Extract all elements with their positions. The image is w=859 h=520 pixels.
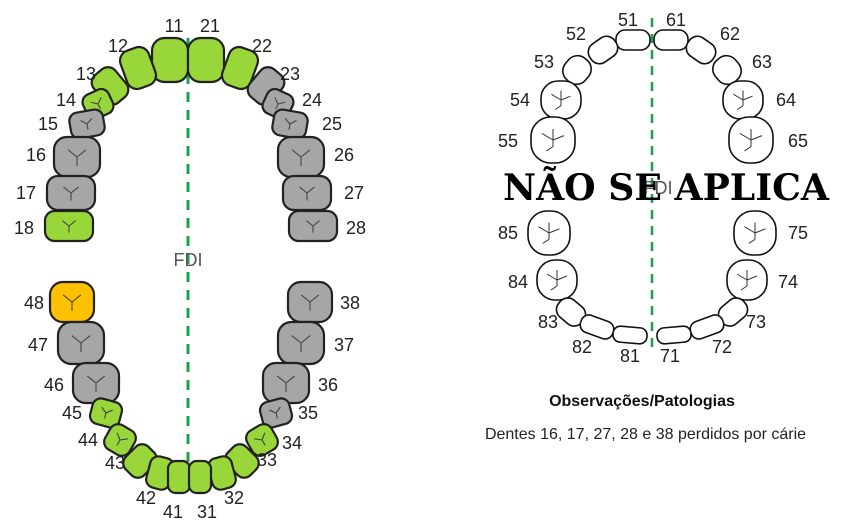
tooth-label-21: 21 xyxy=(200,16,220,36)
deciduous-tooth-85 xyxy=(527,210,571,256)
tooth-label-13: 13 xyxy=(76,64,96,84)
tooth-label-27: 27 xyxy=(344,183,364,203)
tooth-41 xyxy=(166,459,192,495)
tooth-label-44: 44 xyxy=(78,430,98,450)
tooth-label-47: 47 xyxy=(28,335,48,355)
tooth-label-11: 11 xyxy=(165,16,184,36)
tooth-label-26: 26 xyxy=(334,145,354,165)
tooth-label-17: 17 xyxy=(16,183,36,203)
tooth-47 xyxy=(56,320,106,366)
deciduous-tooth-label-65: 65 xyxy=(788,131,808,151)
deciduous-tooth-label-71: 71 xyxy=(660,346,680,366)
deciduous-tooth-81 xyxy=(612,325,648,345)
deciduous-tooth-label-81: 81 xyxy=(620,346,640,366)
observations-text: Dentes 16, 17, 27, 28 e 38 perdidos por … xyxy=(484,426,807,443)
tooth-35 xyxy=(258,397,294,429)
deciduous-tooth-75 xyxy=(733,210,777,256)
tooth-45 xyxy=(88,397,124,429)
deciduous-tooth-84 xyxy=(536,259,578,301)
tooth-label-32: 32 xyxy=(224,488,244,508)
tooth-15 xyxy=(68,108,106,140)
tooth-label-46: 46 xyxy=(44,375,64,395)
tooth-18 xyxy=(43,209,95,243)
tooth-12 xyxy=(118,45,158,91)
deciduous-tooth-74 xyxy=(726,259,768,301)
tooth-label-42: 42 xyxy=(136,488,156,508)
fdi-label-deciduous: FDI xyxy=(644,178,673,198)
tooth-label-18: 18 xyxy=(14,218,34,238)
tooth-26 xyxy=(276,135,326,179)
tooth-label-36: 36 xyxy=(318,375,338,395)
tooth-37 xyxy=(276,320,326,366)
tooth-label-38: 38 xyxy=(340,293,360,313)
deciduous-tooth-label-72: 72 xyxy=(712,337,732,357)
deciduous-tooth-label-55: 55 xyxy=(498,131,518,151)
deciduous-tooth-label-74: 74 xyxy=(778,272,798,292)
deciduous-tooth-61 xyxy=(653,29,689,51)
deciduous-tooth-label-84: 84 xyxy=(508,272,528,292)
tooth-label-24: 24 xyxy=(302,90,322,110)
tooth-11 xyxy=(150,36,190,84)
fdi-label-permanent: FDI xyxy=(174,250,203,270)
deciduous-tooth-label-52: 52 xyxy=(566,24,586,44)
tooth-label-34: 34 xyxy=(282,433,302,453)
tooth-label-35: 35 xyxy=(298,403,318,423)
deciduous-tooth-label-62: 62 xyxy=(720,24,740,44)
tooth-17 xyxy=(45,174,97,212)
deciduous-tooth-label-83: 83 xyxy=(538,312,558,332)
tooth-label-14: 14 xyxy=(56,90,76,110)
deciduous-tooth-label-51: 51 xyxy=(618,10,638,30)
deciduous-tooth-label-85: 85 xyxy=(498,223,518,243)
tooth-label-45: 45 xyxy=(62,403,82,423)
tooth-label-15: 15 xyxy=(38,114,58,134)
not-applicable-overlay: NÃO SE APLICA xyxy=(503,167,830,209)
tooth-34 xyxy=(245,423,279,457)
deciduous-tooth-52 xyxy=(587,35,619,65)
deciduous-tooth-label-53: 53 xyxy=(534,52,554,72)
tooth-label-25: 25 xyxy=(322,114,342,134)
tooth-label-33: 33 xyxy=(257,450,277,470)
tooth-27 xyxy=(281,174,333,212)
deciduous-tooth-label-75: 75 xyxy=(788,223,808,243)
tooth-16 xyxy=(52,135,102,179)
tooth-label-37: 37 xyxy=(334,335,354,355)
tooth-label-22: 22 xyxy=(252,36,272,56)
deciduous-tooth-62 xyxy=(685,35,717,65)
tooth-label-41: 41 xyxy=(163,502,183,520)
tooth-label-16: 16 xyxy=(26,145,46,165)
deciduous-tooth-label-73: 73 xyxy=(746,312,766,332)
deciduous-tooth-55 xyxy=(530,116,576,164)
permanent-dentition-chart: FDI 11 21 12 22 13 23 14 24 15 25 16 26 17 27 18 28 48 38 4… xyxy=(14,16,366,520)
tooth-44 xyxy=(103,423,137,457)
deciduous-tooth-label-61: 61 xyxy=(666,10,686,30)
tooth-46 xyxy=(71,361,121,405)
tooth-label-43: 43 xyxy=(105,453,125,473)
observations-title: Observações/Patologias xyxy=(549,393,735,410)
deciduous-tooth-64 xyxy=(722,80,764,120)
tooth-48 xyxy=(48,280,96,324)
deciduous-tooth-label-54: 54 xyxy=(510,90,530,110)
tooth-25 xyxy=(271,108,309,140)
tooth-36 xyxy=(261,361,311,405)
deciduous-tooth-51 xyxy=(615,29,651,51)
tooth-31 xyxy=(187,459,213,495)
deciduous-tooth-71 xyxy=(656,325,692,345)
tooth-label-12: 12 xyxy=(108,36,128,56)
tooth-28 xyxy=(287,209,339,243)
tooth-label-48: 48 xyxy=(24,293,44,313)
deciduous-tooth-54 xyxy=(540,80,582,120)
tooth-38 xyxy=(286,280,334,324)
deciduous-tooth-label-64: 64 xyxy=(776,90,796,110)
deciduous-dentition-chart: FDI 51 61 52 62 53 63 54 64 55 65 85 75 84 74 83 73 82 72 8… xyxy=(498,10,830,366)
deciduous-tooth-label-82: 82 xyxy=(572,337,592,357)
tooth-label-23: 23 xyxy=(280,64,300,84)
tooth-label-31: 31 xyxy=(197,502,217,520)
deciduous-tooth-label-63: 63 xyxy=(752,52,772,72)
tooth-label-28: 28 xyxy=(346,218,366,238)
deciduous-tooth-65 xyxy=(728,116,774,164)
tooth-21 xyxy=(186,36,226,84)
tooth-22 xyxy=(220,45,260,91)
